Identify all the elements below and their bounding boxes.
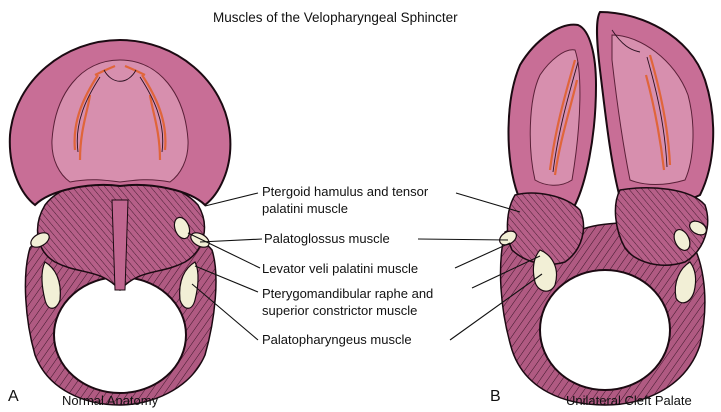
label-line: palatini muscle bbox=[262, 200, 428, 217]
label-line: superior constrictor muscle bbox=[262, 302, 433, 319]
pharyngeal-opening-b bbox=[540, 270, 670, 390]
figure-title: Muscles of the Velopharyngeal Sphincter bbox=[213, 10, 458, 25]
label-pterygomandibular-raphe: Pterygomandibular raphe and superior con… bbox=[262, 285, 433, 319]
label-palatopharyngeus: Palatopharyngeus muscle bbox=[262, 331, 412, 348]
label-line: Palatoglossus muscle bbox=[264, 230, 390, 247]
uvula-a bbox=[112, 200, 128, 290]
label-line: Ptergoid hamulus and tensor bbox=[262, 183, 428, 200]
label-line: Pterygomandibular raphe and bbox=[262, 285, 433, 302]
panel-caption-a: Normal Anatomy bbox=[62, 393, 158, 408]
label-line: Levator veli palatini muscle bbox=[262, 260, 418, 277]
label-line: Palatopharyngeus muscle bbox=[262, 331, 412, 348]
label-palatoglossus: Palatoglossus muscle bbox=[264, 230, 390, 247]
leader-palatoglossus-right bbox=[418, 239, 508, 240]
pharyngeal-opening-a bbox=[54, 277, 186, 393]
panel-letter-a: A bbox=[8, 388, 19, 406]
leader-palatoglossus-left bbox=[200, 239, 262, 242]
normal-anatomy-drawing bbox=[10, 40, 231, 405]
panel-caption-b: Unilateral Cleft Palate bbox=[566, 393, 692, 408]
cleft-palate-drawing bbox=[497, 12, 713, 405]
label-levator-veli-palatini: Levator veli palatini muscle bbox=[262, 260, 418, 277]
leader-ptergoid-right bbox=[456, 193, 520, 212]
panel-letter-b: B bbox=[490, 388, 501, 406]
label-ptergoid-hamulus: Ptergoid hamulus and tensor palatini mus… bbox=[262, 183, 428, 217]
